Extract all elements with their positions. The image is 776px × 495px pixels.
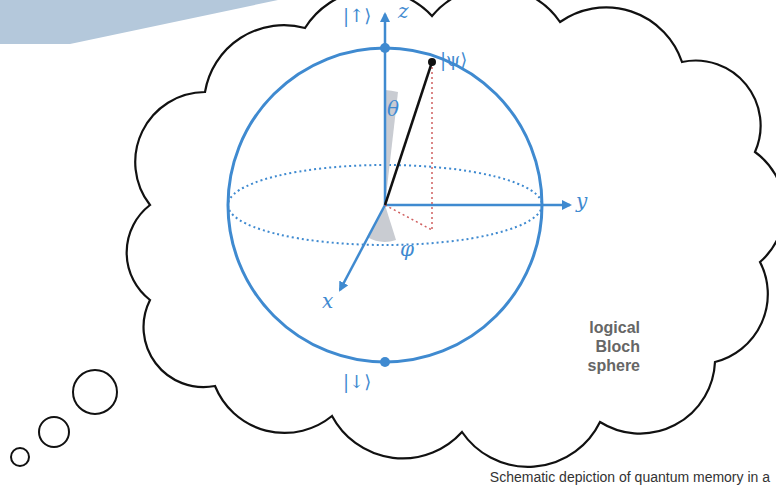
- axis-label: z: [398, 0, 409, 22]
- state-label: |↑⟩: [343, 6, 371, 26]
- projection-line: [431, 62, 433, 230]
- state-vector: [385, 62, 432, 205]
- figure-caption: Schematic depiction of quantum memory in…: [490, 470, 770, 485]
- x-axis: [340, 205, 385, 290]
- projection-line: [385, 205, 432, 230]
- sphere-note: logical Bloch sphere: [560, 318, 640, 376]
- axis-label: y: [576, 190, 587, 212]
- thought-bubble: [39, 417, 69, 447]
- pole-dot: [380, 357, 390, 367]
- state-label: |ψ⟩: [440, 50, 467, 70]
- thought-bubble: [11, 448, 29, 466]
- state-label: |↓⟩: [343, 372, 371, 392]
- y-axis: [385, 204, 570, 207]
- pole-dot: [380, 43, 390, 53]
- corner-banner: [0, 0, 278, 44]
- z-axis: [384, 14, 387, 205]
- thought-cloud: [127, 0, 776, 467]
- angle-label: θ: [387, 98, 399, 120]
- axis-label: x: [322, 290, 333, 312]
- thought-bubble: [73, 370, 117, 414]
- angle-label: φ: [400, 238, 414, 260]
- state-dot: [428, 58, 436, 66]
